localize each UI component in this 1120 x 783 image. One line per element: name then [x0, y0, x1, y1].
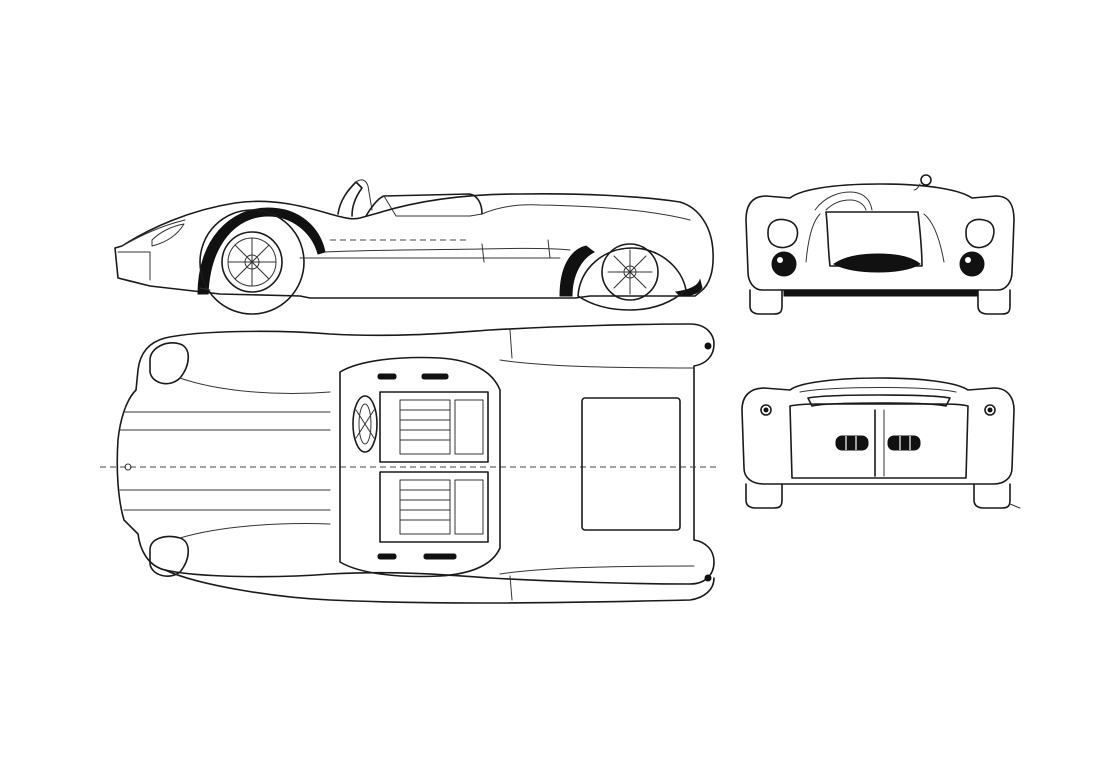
rear-panel	[789, 403, 969, 479]
top-front-fender-right	[149, 535, 190, 577]
top-cockpit-surround	[339, 356, 501, 578]
top-body-outline	[116, 323, 715, 585]
side-headlight	[151, 223, 185, 247]
front-body-outline	[745, 183, 1015, 291]
front-grille	[833, 253, 921, 273]
top-front-fender-left	[149, 342, 190, 385]
rear-fuel-cap-right	[984, 404, 996, 416]
rear-view	[741, 377, 1021, 509]
rear-tire-left	[745, 483, 783, 509]
top-seat-left	[379, 391, 489, 463]
side-front-rim	[221, 231, 283, 293]
front-tire-right	[977, 289, 1011, 315]
rear-light-left	[835, 435, 869, 451]
rear-light-right	[887, 435, 921, 451]
front-lamp-right	[959, 251, 985, 277]
front-headlight-right	[965, 218, 995, 249]
side-front-spokes	[227, 237, 277, 287]
side-rear-wheel-arch	[559, 245, 595, 297]
front-mirror	[920, 174, 932, 186]
front-lamp-left	[771, 251, 797, 277]
side-front-wheel-arch	[197, 207, 326, 295]
front-view	[745, 174, 1015, 315]
side-view	[114, 179, 714, 315]
rear-fuel-cap-left	[760, 404, 772, 416]
side-rear-rim	[601, 243, 659, 301]
side-front-tire	[199, 209, 305, 315]
front-hood-scoop	[825, 211, 923, 267]
side-roll-hoop	[365, 193, 483, 217]
side-windscreen	[337, 181, 363, 217]
rear-body-outline	[741, 377, 1015, 485]
top-rear-deck-lid	[581, 397, 681, 531]
top-steering-wheel	[352, 395, 378, 453]
front-headlight-left	[767, 218, 799, 249]
side-body-outline	[114, 193, 714, 299]
top-view	[100, 323, 720, 604]
top-seat-right	[379, 471, 489, 543]
rear-tire-right	[973, 483, 1011, 509]
front-tire-left	[749, 289, 783, 315]
front-undertray	[783, 289, 979, 297]
side-rear-tire	[577, 247, 687, 311]
